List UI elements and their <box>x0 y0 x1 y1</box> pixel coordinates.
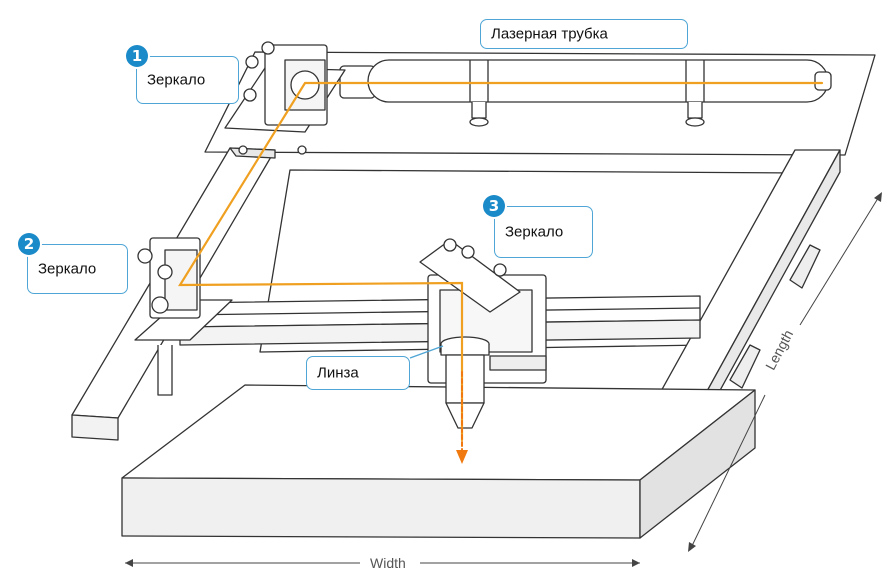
width-dimension <box>125 559 640 567</box>
laser-beam <box>178 81 824 464</box>
width-label: Width <box>370 555 406 571</box>
laser-tube-label: Лазерная трубка <box>491 25 608 43</box>
workpiece-front <box>121 477 641 539</box>
mirror-2-badge: 2 <box>18 233 40 255</box>
mirror-1-label: Зеркало <box>147 71 206 89</box>
workpiece-side <box>639 389 756 539</box>
length-dimension <box>688 192 882 552</box>
mirror-2-callout: Зеркало <box>27 244 128 294</box>
laser-tube-callout: Лазерная трубка <box>480 19 688 49</box>
focus-head <box>440 336 490 429</box>
laser-tube <box>339 59 832 127</box>
beam-arrowhead <box>456 450 468 464</box>
mirror-3-badge: 3 <box>483 195 505 217</box>
mirror-1-badge: 1 <box>126 45 148 67</box>
lens-label: Линза <box>317 364 359 382</box>
mirror-2-mount <box>134 237 233 396</box>
lens-pointer <box>409 345 444 359</box>
mirror-1-callout: Зеркало <box>136 56 239 104</box>
mirror-3-label: Зеркало <box>505 223 564 241</box>
mirror-3-callout: Зеркало <box>494 206 593 258</box>
mirror-2-label: Зеркало <box>38 260 97 278</box>
lens-callout: Линза <box>306 356 410 390</box>
beam-path <box>178 81 824 442</box>
